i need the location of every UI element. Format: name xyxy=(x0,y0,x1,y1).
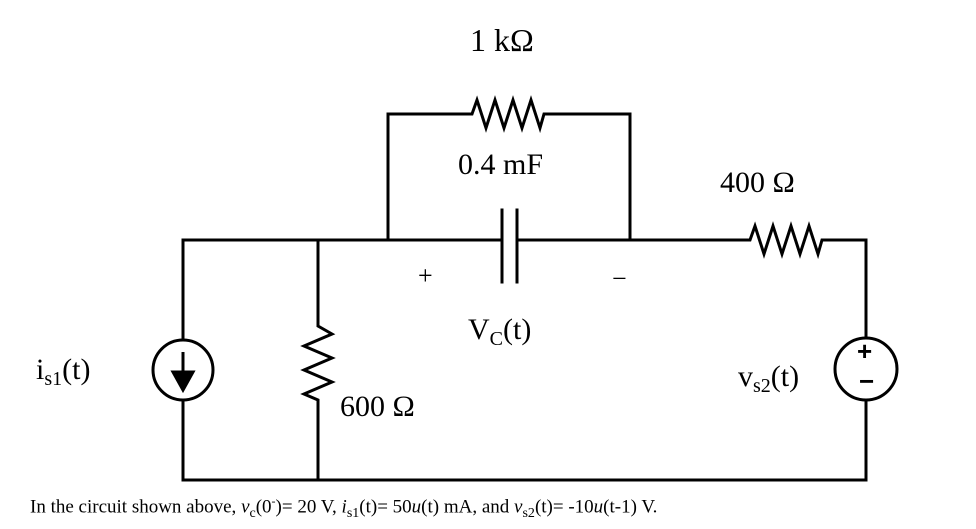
capacitor-minus-sign: − xyxy=(612,264,627,293)
caption-prefix: In the circuit shown above, xyxy=(30,496,242,518)
caption-vc-rest: )= 20 V, xyxy=(275,496,342,518)
label-vs2: vs2(t) xyxy=(738,360,800,397)
is1-sub: s1 xyxy=(44,368,63,390)
vs2-main: v xyxy=(738,360,753,393)
caption-i: i xyxy=(341,496,347,518)
is1-arg: (t) xyxy=(62,353,91,386)
caption-u1: u xyxy=(411,496,422,518)
caption-c-sub: c xyxy=(249,506,256,522)
vc-sub: C xyxy=(489,328,504,350)
resistor-600-ohm xyxy=(300,320,336,482)
label-vc: VC(t) xyxy=(468,313,532,350)
is1-main: i xyxy=(36,353,45,386)
voltage-source-vs2 xyxy=(833,336,899,402)
source-plus-sign: + xyxy=(857,336,873,366)
current-source-is1 xyxy=(151,338,215,402)
problem-caption: In the circuit shown above, vc(0-)= 20 V… xyxy=(30,494,657,522)
caption-minus-sup: - xyxy=(271,494,276,508)
caption-u2: u xyxy=(593,496,604,518)
vs2-sub: s2 xyxy=(753,375,771,397)
vs2-arg: (t) xyxy=(770,360,800,393)
caption-v2: v xyxy=(514,496,523,518)
capacitor-plus-sign: + xyxy=(418,261,433,290)
caption-is1-rest1: (t)= 50 xyxy=(359,496,412,518)
resistor-1k-ohm xyxy=(466,95,632,134)
vc-main: V xyxy=(468,313,490,346)
vc-arg: (t) xyxy=(503,313,532,346)
caption-is1-rest2: (t) mA, and xyxy=(421,496,515,518)
label-is1: is1(t) xyxy=(36,353,91,390)
caption-vs2-rest1: (t)= -10 xyxy=(534,496,594,518)
caption-vs2-rest2: (t-1) V. xyxy=(603,496,658,518)
label-600-ohm: 600 Ω xyxy=(340,390,415,423)
caption-v: v xyxy=(241,496,250,518)
resistor-400-ohm xyxy=(738,221,868,260)
label-1k-ohm: 1 kΩ xyxy=(470,22,534,58)
caption-paren: (0 xyxy=(255,496,272,518)
arrow-down-icon xyxy=(170,352,196,394)
caption-s2-sub: s2 xyxy=(522,506,535,522)
label-400-ohm: 400 Ω xyxy=(720,166,795,199)
source-minus-sign: − xyxy=(859,366,875,396)
caption-s1-sub: s1 xyxy=(346,506,360,522)
label-0-4-mf: 0.4 mF xyxy=(458,148,544,181)
